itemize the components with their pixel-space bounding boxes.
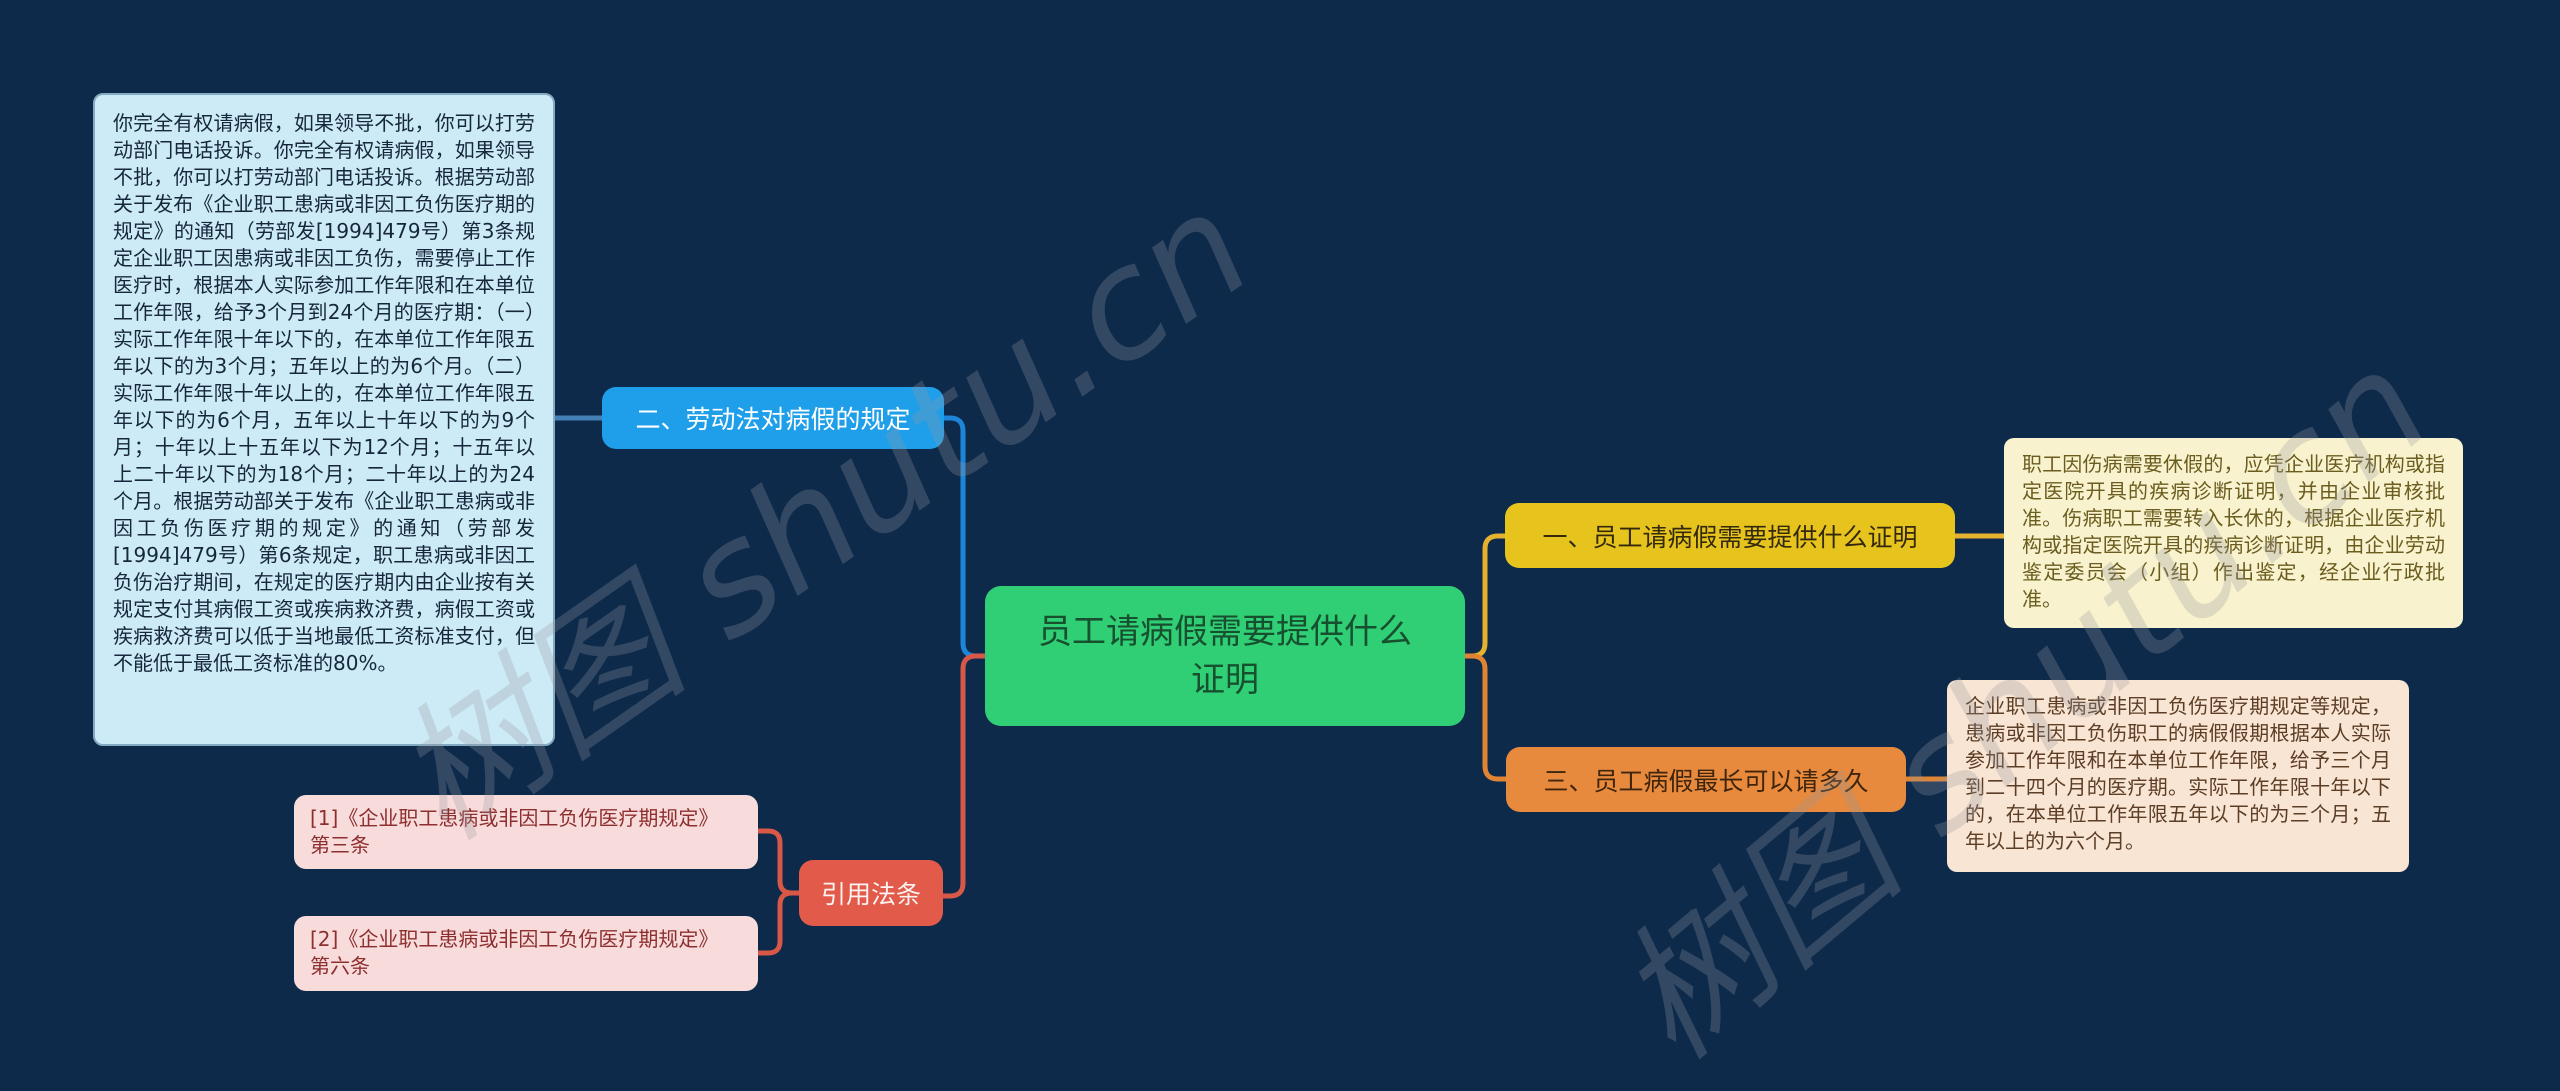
connector-root-to-duration	[1465, 653, 1506, 782]
connector-laborlaw-to-root	[944, 415, 985, 659]
connector-citations-to-cite1	[758, 828, 799, 896]
connector-root-to-proof	[1465, 533, 1505, 659]
connector-root-to-citations	[943, 653, 985, 899]
root-topic-node[interactable]: 员工请病假需要提供什么证明	[985, 586, 1465, 726]
citation-item-1[interactable]: [1]《企业职工患病或非因工负伤医疗期规定》 第三条	[294, 795, 758, 869]
citation-item-2[interactable]: [2]《企业职工患病或非因工负伤医疗期规定》 第六条	[294, 916, 758, 991]
cited-statutes-node[interactable]: 引用法条	[799, 860, 943, 926]
connector-citations-to-cite2	[758, 890, 799, 956]
sick-leave-duration-node[interactable]: 三、员工病假最长可以请多久	[1506, 747, 1906, 812]
labor-law-detail-box[interactable]: 你完全有权请病假，如果领导不批，你可以打劳动部门电话投诉。你完全有权请病假，如果…	[93, 93, 555, 746]
sick-leave-duration-detail-box[interactable]: 企业职工患病或非因工负伤医疗期规定等规定，患病或非因工负伤职工的病假假期根据本人…	[1947, 680, 2409, 872]
proof-required-node[interactable]: 一、员工请病假需要提供什么证明	[1505, 503, 1955, 568]
proof-required-detail-box[interactable]: 职工因伤病需要休假的，应凭企业医疗机构或指定医院开具的疾病诊断证明，并由企业审核…	[2004, 438, 2463, 628]
labor-law-node[interactable]: 二、劳动法对病假的规定	[602, 387, 944, 449]
